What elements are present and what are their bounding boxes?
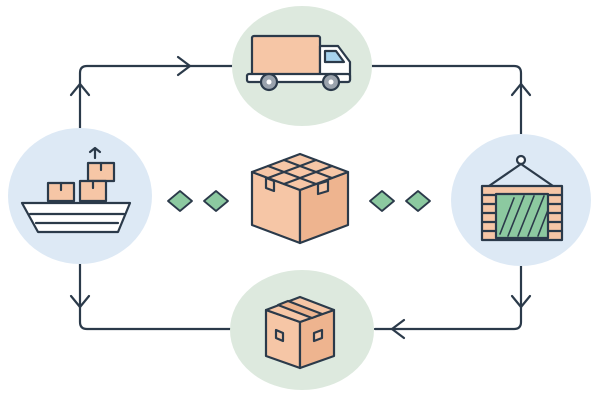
door-stripes [499, 195, 549, 237]
arrow-ship-to-truck [78, 64, 235, 130]
center-boxes-node [250, 152, 350, 245]
arrowhead-up-right [510, 82, 532, 97]
stacked-boxes-icon [250, 152, 350, 245]
shipping-container-icon [480, 154, 564, 242]
package-box-icon [264, 295, 336, 370]
cargo-ship-icon [20, 146, 132, 234]
package-node [230, 270, 374, 390]
diamond-connector-left [167, 190, 229, 212]
truck-node [232, 6, 372, 126]
diamond-connector-right [369, 190, 431, 212]
arrowhead-up-left [69, 82, 91, 97]
container-node [451, 134, 591, 266]
delivery-truck-icon [245, 34, 352, 92]
arrow-container-to-package [373, 264, 523, 331]
arrowhead-right-top [176, 55, 192, 77]
arrowhead-down-right [510, 294, 532, 309]
arrow-truck-to-container [370, 64, 523, 137]
cycle-arrows [69, 55, 532, 340]
arrow-package-to-ship [78, 262, 232, 331]
ship-node [8, 128, 152, 264]
arrowhead-down-left [69, 294, 91, 309]
arrowhead-left-bottom [390, 318, 406, 340]
